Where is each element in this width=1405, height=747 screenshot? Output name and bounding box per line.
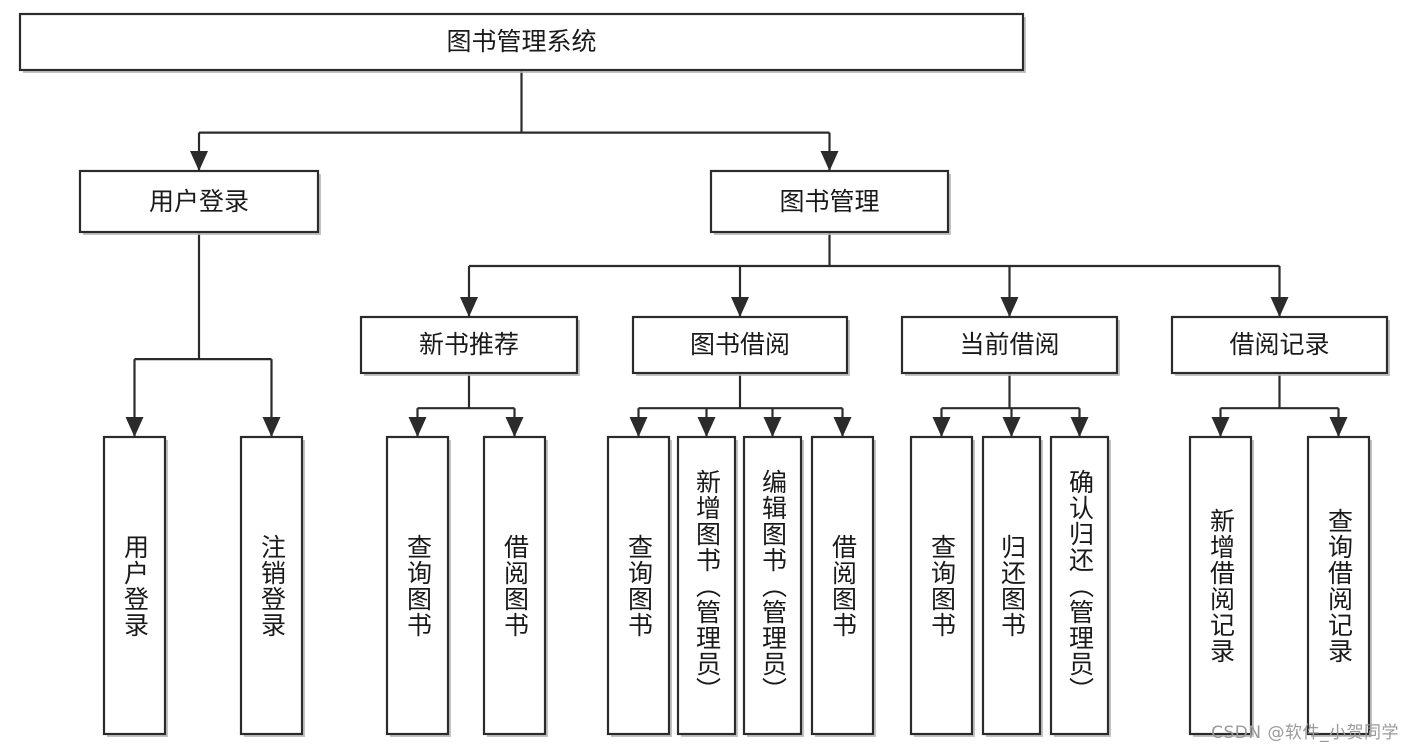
arrow-head-leaf_add_record <box>1211 417 1230 437</box>
arrow-head-leaf_borrow_book <box>833 417 852 437</box>
node-box-leaf-query-book-cur[interactable] <box>909 435 974 736</box>
node-current-borrow[interactable] <box>902 317 1117 373</box>
arrow-head-new_book_rec <box>460 297 478 317</box>
node-box-leaf-query-book-rec[interactable] <box>385 435 450 736</box>
arrow-head-leaf_user_login <box>125 417 144 437</box>
node-box-leaf-add-record[interactable] <box>1188 435 1253 736</box>
node-box-root[interactable] <box>18 12 1025 72</box>
node-book-manage[interactable] <box>711 171 948 232</box>
node-user-login[interactable] <box>80 171 318 232</box>
node-box-book-borrow[interactable] <box>631 315 849 375</box>
edges-layer <box>125 70 1348 437</box>
node-leaf-add-record[interactable] <box>1190 437 1251 734</box>
arrow-head-borrow_record <box>1270 297 1289 317</box>
node-box-leaf-confirm-return[interactable] <box>1049 435 1110 736</box>
node-box-new-book-rec[interactable] <box>359 315 579 375</box>
arrow-head-leaf_borrow_book_rec <box>505 417 524 437</box>
node-book-borrow[interactable] <box>633 317 847 373</box>
arrow-head-leaf_query_record <box>1329 417 1348 437</box>
node-new-book-rec[interactable] <box>361 317 577 373</box>
node-leaf-query-book-borrow[interactable] <box>608 437 669 734</box>
node-leaf-query-book-rec[interactable] <box>387 437 448 734</box>
node-leaf-borrow-book[interactable] <box>812 437 873 734</box>
arrow-head-book_manage <box>820 151 839 171</box>
node-box-leaf-borrow-book-rec[interactable] <box>482 435 547 736</box>
arrow-head-book_borrow <box>731 297 749 317</box>
arrow-head-leaf_logout <box>262 417 281 437</box>
node-borrow-record[interactable] <box>1172 317 1387 373</box>
node-box-leaf-user-login[interactable] <box>102 435 167 736</box>
node-box-leaf-borrow-book[interactable] <box>810 435 875 736</box>
arrow-head-leaf_return_book <box>1002 417 1021 437</box>
node-leaf-return-book[interactable] <box>983 437 1040 734</box>
node-box-leaf-edit-book[interactable] <box>742 435 803 736</box>
node-box-leaf-query-book-borrow[interactable] <box>606 435 671 736</box>
arrow-head-leaf_query_book_borrow <box>629 417 648 437</box>
arrow-head-leaf_query_book_cur <box>932 417 951 437</box>
node-leaf-user-login[interactable] <box>104 437 165 734</box>
node-box-leaf-add-book[interactable] <box>676 435 737 736</box>
arrow-head-leaf_confirm_return <box>1070 417 1089 437</box>
node-box-leaf-return-book[interactable] <box>981 435 1042 736</box>
node-box-book-manage[interactable] <box>709 169 950 234</box>
arrow-head-user_login <box>190 151 208 171</box>
node-leaf-query-book-cur[interactable] <box>911 437 972 734</box>
watermark-text: CSDN @软件_小贺同学 <box>1211 723 1399 743</box>
node-box-current-borrow[interactable] <box>900 315 1119 375</box>
node-leaf-confirm-return[interactable] <box>1051 437 1108 734</box>
arrow-head-leaf_query_book_rec <box>408 417 427 437</box>
node-box-user-login[interactable] <box>78 169 320 234</box>
node-leaf-logout[interactable] <box>241 437 302 734</box>
node-box-leaf-query-record[interactable] <box>1306 435 1371 736</box>
node-root[interactable] <box>20 14 1023 70</box>
node-leaf-edit-book[interactable] <box>744 437 801 734</box>
node-leaf-query-record[interactable] <box>1308 437 1369 734</box>
arrow-head-leaf_edit_book <box>763 417 782 437</box>
node-box-leaf-logout[interactable] <box>239 435 304 736</box>
boxes-layer <box>18 12 1390 737</box>
arrow-head-leaf_add_book <box>697 417 716 437</box>
arrow-head-current_borrow <box>1000 297 1019 317</box>
node-leaf-add-book[interactable] <box>678 437 735 734</box>
node-leaf-borrow-book-rec[interactable] <box>484 437 545 734</box>
node-box-borrow-record[interactable] <box>1170 315 1389 375</box>
